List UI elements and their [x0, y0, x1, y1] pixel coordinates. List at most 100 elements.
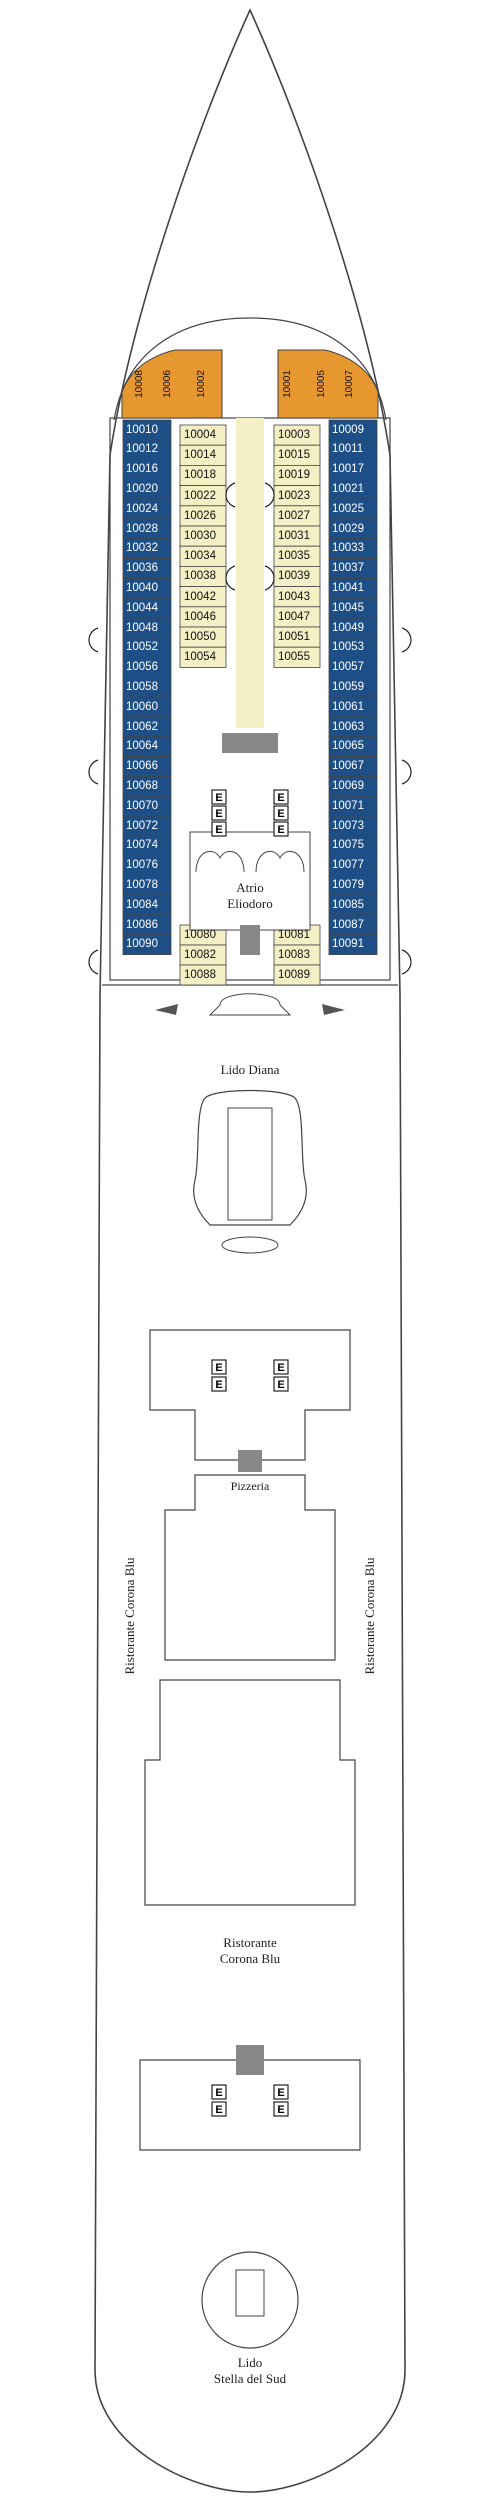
atrio-label: Atrio Eliodoro: [227, 880, 273, 911]
atrium-frame: [189, 831, 311, 931]
stair-arrow: [264, 482, 275, 508]
cabin-number: 10004: [184, 429, 216, 441]
elevator-box: [273, 805, 289, 821]
cabin-number: 10068: [126, 779, 158, 792]
cabin-number: 10082: [184, 949, 216, 961]
bow-cabin-area-right: [277, 349, 379, 419]
elevator-icon: E: [215, 824, 222, 836]
bow-curve: [113, 317, 387, 421]
forward-corridor: [236, 418, 264, 728]
cabin-number: 10044: [126, 601, 158, 614]
cabin-number: 10025: [332, 502, 364, 515]
corona-blu-left-label: Ristorante Corona Blu: [122, 1557, 137, 1675]
cabin-bow: 10002: [196, 370, 207, 398]
cabin-number: 10026: [184, 509, 216, 522]
cabin-number: 10016: [126, 463, 158, 476]
cabin-number: 10009: [332, 423, 364, 436]
corona-blu-right-label: Ristorante Corona Blu: [362, 1557, 377, 1675]
elevator-box: [211, 1376, 227, 1392]
elevator-icon: E: [215, 792, 222, 804]
stair-arrow: [401, 627, 412, 653]
cabin-bow: 10007: [344, 370, 355, 398]
cabin-number: 10067: [332, 760, 364, 773]
cabin-number: 10023: [278, 489, 310, 502]
lido-diana-inner: [227, 1107, 273, 1221]
cabin-number: 10049: [332, 621, 364, 634]
cabin-number: 10065: [332, 740, 364, 753]
cabin-number: 10050: [184, 631, 216, 643]
lifeboat-wedge-left: [155, 1004, 178, 1015]
cabin-inner-right-aft: [273, 964, 321, 986]
cabin-number: 10014: [184, 449, 216, 462]
cabin-number: 10010: [126, 423, 158, 436]
atrium-stair-right: [255, 850, 305, 873]
cabin-number: 10078: [126, 878, 158, 891]
cabin-number: 10064: [126, 740, 158, 753]
cabin-number: 10032: [126, 542, 158, 555]
cabin-number: 10087: [332, 918, 364, 931]
cabin-number: 10083: [278, 949, 310, 961]
aft-core: [139, 2059, 361, 2151]
elevator-icon: E: [277, 824, 284, 836]
cabin-number: 10066: [126, 760, 158, 773]
cabin-number: 10042: [184, 590, 216, 603]
elevator-icon: E: [215, 2104, 222, 2116]
cabin-number: 10074: [126, 839, 158, 852]
stair-arrow: [225, 482, 236, 508]
cabin-number: 10073: [332, 819, 364, 832]
elevator-icon: E: [277, 2087, 284, 2099]
stair-arrow: [401, 949, 412, 975]
atrium-stair-left: [195, 850, 245, 873]
cabin-number: 10037: [332, 562, 364, 575]
cabin-number: 10021: [332, 482, 364, 495]
cabin-number: 10061: [332, 700, 364, 713]
cabin-number: 10055: [278, 651, 310, 664]
cabin-number: 10069: [332, 779, 364, 792]
cabin-number: 10041: [332, 581, 364, 594]
elevator-icon: E: [215, 1379, 222, 1391]
cabin-number: 10030: [184, 530, 216, 542]
cabin-bow: 10008: [134, 370, 145, 398]
corridor-frame: [164, 1474, 336, 1661]
elevator-box: [211, 789, 227, 805]
bow-cabin-area-left: [121, 349, 223, 419]
lido-stella-label: Lido Stella del Sud: [213, 2355, 287, 2386]
elevator-box: [273, 1376, 289, 1392]
elevator-box: [273, 1359, 289, 1375]
cabin-number: 10043: [278, 590, 310, 603]
cabin-number: 10029: [332, 522, 364, 535]
elevator-box: [273, 2084, 289, 2100]
cabin-number: 10003: [278, 429, 310, 441]
pizzeria-label: Pizzeria: [230, 1479, 270, 1493]
elevator-box: [211, 1359, 227, 1375]
cabin-number: 10060: [126, 700, 158, 713]
elevator-box: [273, 821, 289, 837]
cabin-number: 10086: [126, 918, 158, 931]
lido-diana-label: Lido Diana: [220, 1062, 280, 1077]
cabin-number: 10038: [184, 570, 216, 583]
cabin-number: 10047: [278, 610, 310, 623]
lido-stella-inner: [235, 2269, 265, 2317]
cabin-number: 10075: [332, 839, 364, 852]
lifeboat-wedge-right: [322, 1004, 345, 1015]
cabin-number: 10040: [126, 581, 158, 594]
stair-arrow: [88, 627, 99, 653]
stairs-forward: [222, 733, 278, 753]
cabin-number: 10017: [332, 463, 364, 476]
stair-arrow: [88, 759, 99, 785]
cabin-number: 10056: [126, 661, 158, 674]
stairs-aft: [240, 925, 260, 955]
cabin-number: 10034: [184, 550, 216, 563]
cabin-number: 10024: [126, 502, 158, 515]
cabin-number: 10051: [278, 631, 310, 643]
elevator-icon: E: [277, 808, 284, 820]
cabin-number: 10053: [332, 641, 364, 654]
cabin-number: 10011: [332, 443, 364, 456]
cabin-number: 10062: [126, 720, 158, 733]
cabin-number: 10076: [126, 859, 158, 872]
cabin-number: 10020: [126, 482, 158, 495]
cabin-number: 10012: [126, 443, 158, 456]
cabin-number: 10015: [278, 449, 310, 462]
cabin-left-outer: [122, 934, 172, 955]
